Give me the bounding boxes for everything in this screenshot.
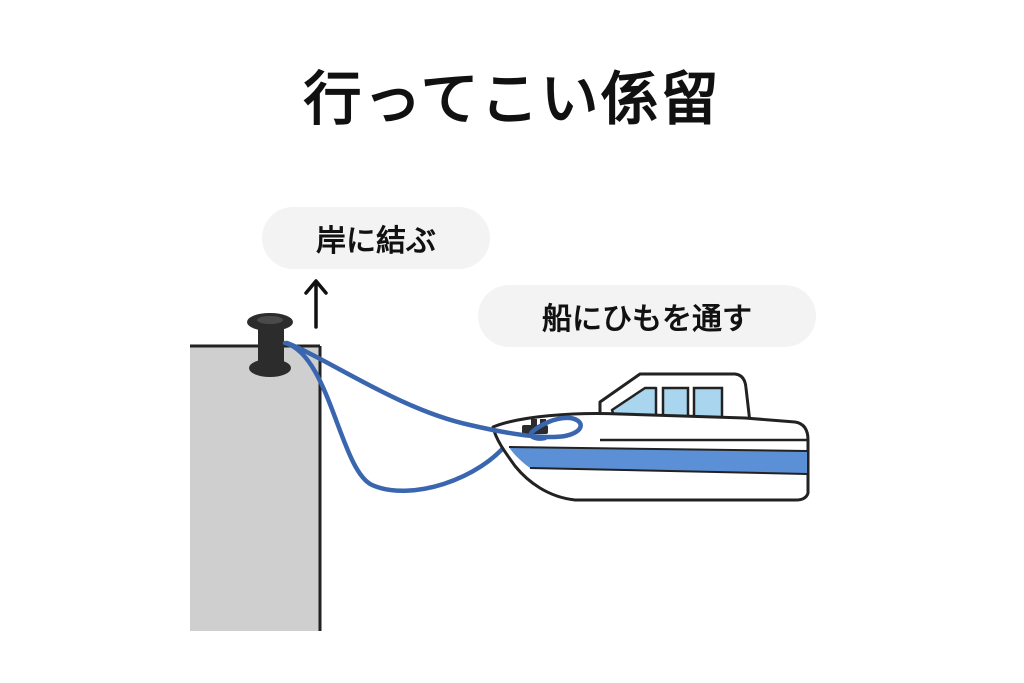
boat-stripe xyxy=(509,447,807,474)
bollard xyxy=(247,313,293,377)
arrow-up-icon xyxy=(304,279,328,329)
label-thread-through-boat: 船にひもを通す xyxy=(478,285,816,347)
label-tie-to-shore: 岸に結ぶ xyxy=(262,207,490,269)
page-title: 行ってこい係留 xyxy=(303,65,721,133)
pier xyxy=(190,346,320,631)
rope-upper-strand xyxy=(284,340,583,441)
